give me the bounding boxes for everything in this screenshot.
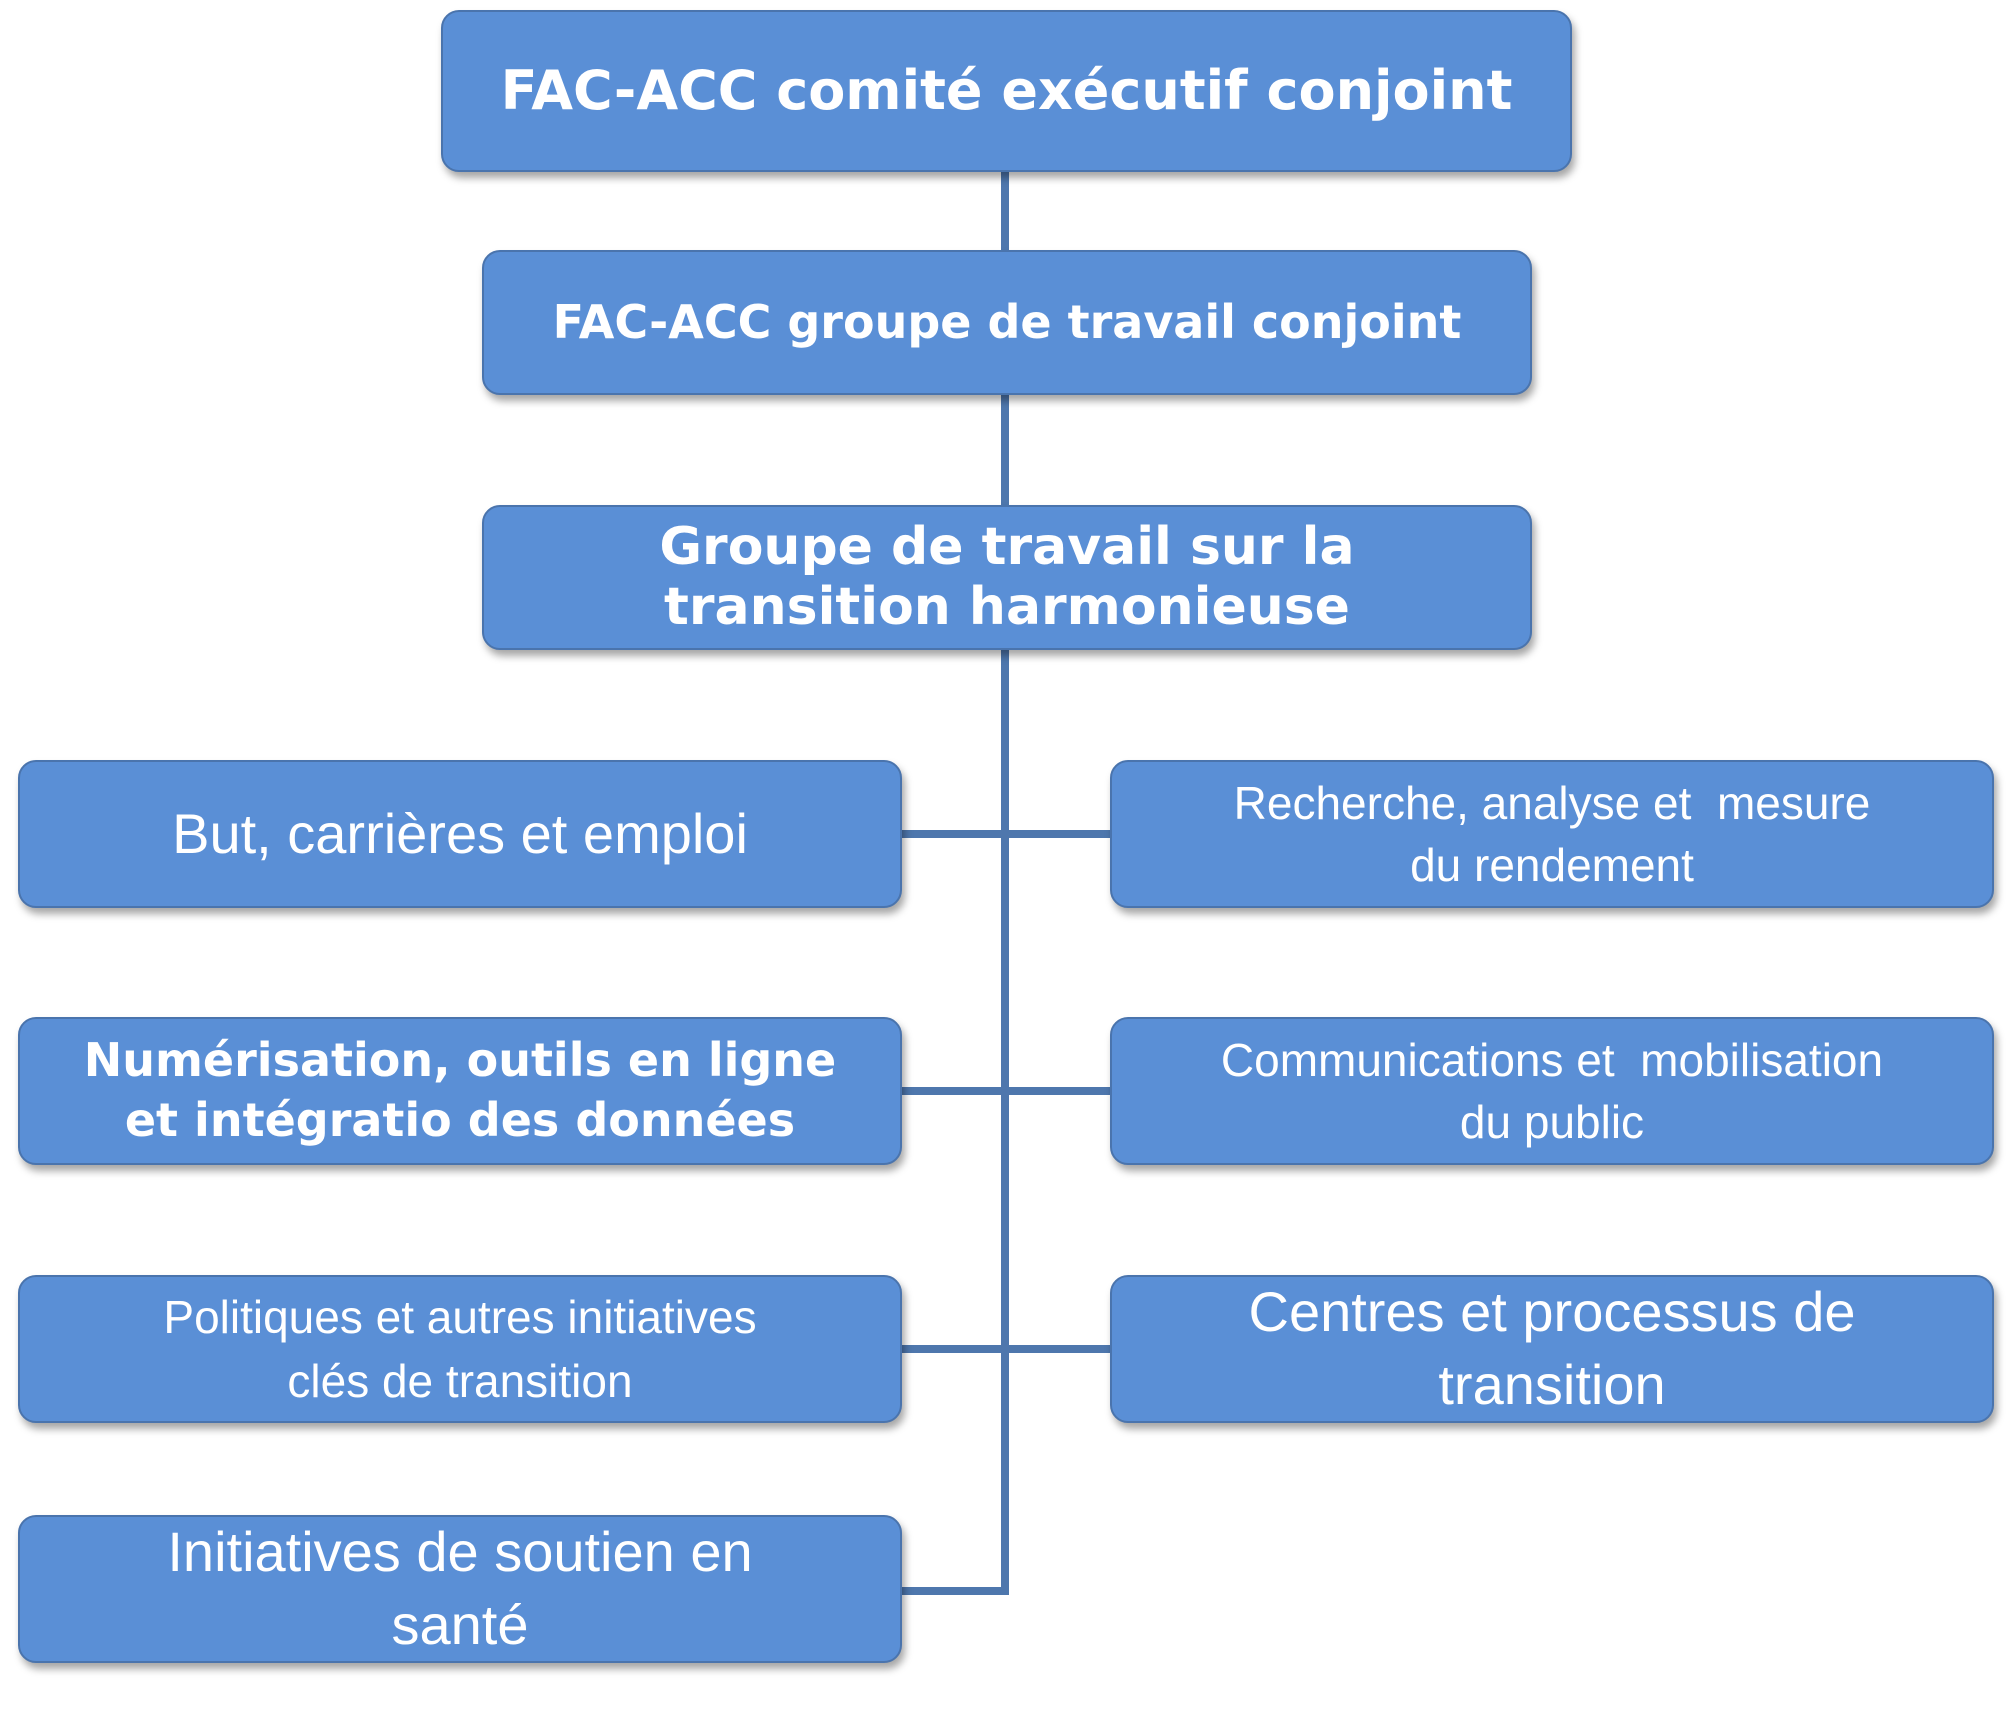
transition-working-group-label-line-2: transition harmonieuse (664, 576, 1350, 637)
branch-digital-tools-label-line-1: Numérisation, outils en ligne (83, 1033, 837, 1088)
joint-working-group-label: FAC-ACC groupe de travail conjoint (552, 295, 1462, 350)
branch-research-analysis-box: Recherche, analyse et mesure du rendemen… (1110, 760, 1994, 908)
branch-communications-box: Communications et mobilisation du public (1110, 1017, 1994, 1165)
connector-main-trunk (1001, 650, 1009, 1595)
connector-branch-row-4 (902, 1587, 1009, 1595)
branch-policy-initiatives-label-line-1: Politiques et autres initiatives (163, 1290, 757, 1343)
connector-working-group-to-transition-group (1001, 395, 1009, 505)
branch-health-support-box: Initiatives de soutien en santé (18, 1515, 902, 1663)
branch-career-employment-label: But, carrières et emploi (172, 801, 748, 865)
connector-executive-to-working-group (1001, 172, 1009, 250)
branch-communications-label-line-1: Communications et mobilisation (1220, 1033, 1884, 1086)
branch-health-support-label-line-2: santé (391, 1593, 529, 1656)
transition-working-group-box: Groupe de travail sur la transition harm… (482, 505, 1532, 650)
executive-committee-box: FAC-ACC comité exécutif conjoint (441, 10, 1572, 172)
transition-working-group-label-line-1: Groupe de travail sur la (659, 516, 1355, 577)
branch-digital-tools-box: Numérisation, outils en ligne et intégra… (18, 1017, 902, 1165)
joint-working-group-box: FAC-ACC groupe de travail conjoint (482, 250, 1532, 395)
branch-health-support-label-line-1: Initiatives de soutien en (167, 1520, 753, 1584)
connector-branch-row-3 (902, 1345, 1110, 1353)
branch-digital-tools-label-line-2: et intégratio des données (124, 1093, 796, 1147)
connector-branch-row-2 (902, 1087, 1110, 1095)
branch-transition-centres-box: Centres et processus de transition (1110, 1275, 1994, 1423)
branch-policy-initiatives-box: Politiques et autres initiatives clés de… (18, 1275, 902, 1423)
branch-transition-centres-label-line-2: transition (1438, 1353, 1666, 1416)
executive-committee-label: FAC-ACC comité exécutif conjoint (500, 59, 1513, 123)
branch-research-analysis-label-line-2: du rendement (1410, 839, 1694, 891)
connector-branch-row-1 (902, 830, 1110, 838)
branch-career-employment-box: But, carrières et emploi (18, 760, 902, 908)
branch-transition-centres-label-line-1: Centres et processus de (1248, 1280, 1856, 1344)
branch-communications-label-line-2: du public (1459, 1096, 1645, 1148)
branch-policy-initiatives-label-line-2: clés de transition (287, 1355, 633, 1407)
branch-research-analysis-label-line-1: Recherche, analyse et mesure (1233, 776, 1871, 829)
